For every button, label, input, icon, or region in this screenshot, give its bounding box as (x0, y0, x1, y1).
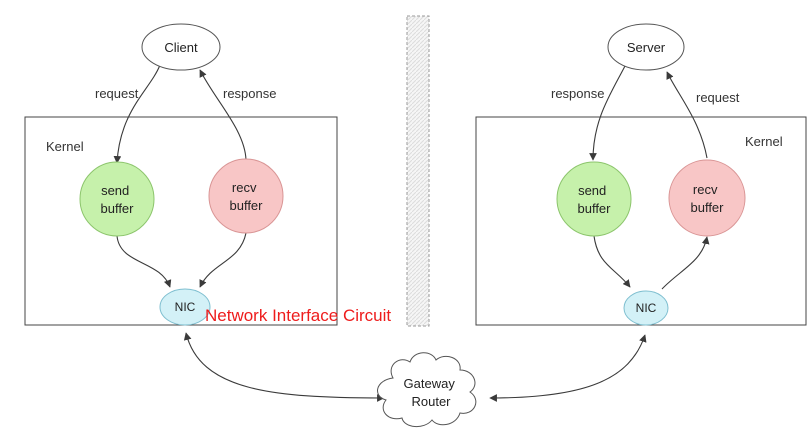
left-send-buffer-label: send buffer (100, 183, 134, 216)
gateway-router-label: Gateway Router (404, 376, 459, 409)
edge-recv-to-server (666, 71, 708, 159)
edge-send-to-nic (116, 235, 172, 288)
left-nic-label: NIC (175, 300, 196, 314)
edge-nic-to-recv-right (661, 236, 710, 290)
edge-server-to-send (589, 65, 626, 161)
client-label: Client (164, 40, 198, 55)
server-node (607, 23, 685, 71)
client-response-label: response (223, 86, 276, 101)
right-recv-buffer (668, 159, 746, 237)
right-kernel-label: Kernel (745, 134, 783, 149)
edge-recv-to-nic (199, 232, 247, 288)
left-kernel-label: Kernel (46, 139, 84, 154)
client-request-label: request (95, 86, 139, 101)
edge-client-to-send (113, 64, 161, 164)
edge-left-nic-gateway (183, 332, 385, 402)
client-node (141, 23, 221, 71)
gateway-router-cloud (377, 352, 477, 427)
edge-send-to-nic-right (593, 235, 631, 288)
edge-recv-to-client (199, 69, 247, 161)
right-send-buffer (556, 161, 632, 237)
left-send-buffer (79, 161, 155, 237)
edge-right-nic-gateway (489, 334, 647, 402)
right-send-buffer-label: send buffer (577, 183, 611, 216)
nic-annotation: Network Interface Circuit (205, 306, 391, 325)
server-response-label: response (551, 86, 604, 101)
right-nic (623, 290, 669, 326)
center-separator (406, 15, 430, 327)
left-recv-buffer (208, 158, 284, 234)
right-nic-label: NIC (636, 301, 657, 315)
server-label: Server (627, 40, 666, 55)
right-recv-buffer-label: recv buffer (690, 182, 724, 215)
left-recv-buffer-label: recv buffer (229, 180, 263, 213)
left-nic (159, 288, 211, 326)
server-request-label: request (696, 90, 740, 105)
